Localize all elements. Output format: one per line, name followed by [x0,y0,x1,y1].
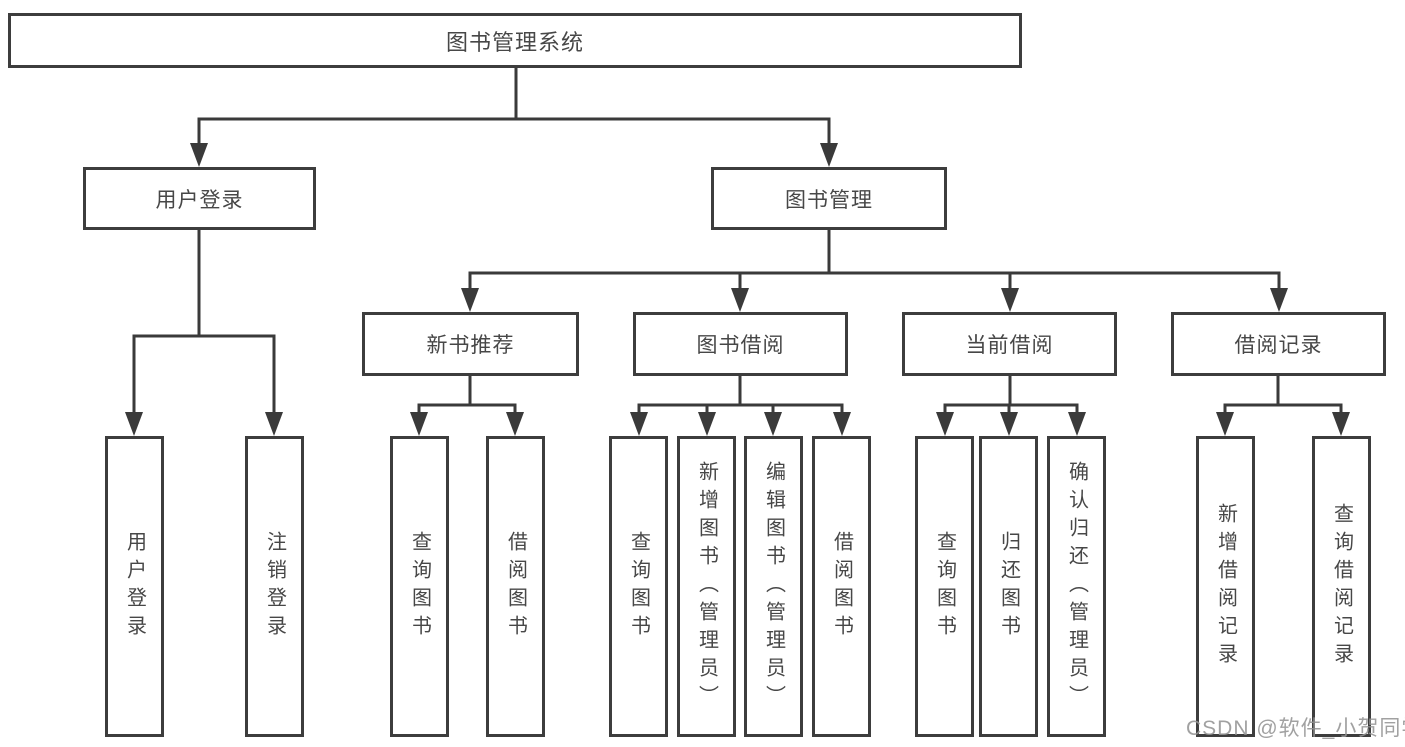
node-borrow-records: 借阅记录 [1171,312,1386,376]
node-current-borrow: 当前借阅 [902,312,1117,376]
leaf-query-books-current: 查询图书 [915,436,974,737]
node-user-login: 用户登录 [83,167,316,230]
leaf-add-book-admin: 新增图书（管理员） [677,436,736,737]
leaf-query-books-borrow: 查询图书 [609,436,668,737]
leaf-confirm-return-admin: 确认归还（管理员） [1047,436,1106,737]
leaf-user-login: 用户登录 [105,436,164,737]
leaf-borrow-books-recommend: 借阅图书 [486,436,545,737]
leaf-add-borrow-record: 新增借阅记录 [1196,436,1255,737]
leaf-edit-book-admin: 编辑图书（管理员） [744,436,803,737]
node-book-borrow: 图书借阅 [633,312,848,376]
node-book-management: 图书管理 [711,167,947,230]
leaf-borrow-books: 借阅图书 [812,436,871,737]
csdn-watermark: CSDN @软件_小贺同学 [1186,717,1405,740]
leaf-query-borrow-record: 查询借阅记录 [1312,436,1371,737]
leaf-logout: 注销登录 [245,436,304,737]
leaf-return-books: 归还图书 [979,436,1038,737]
node-new-book-recommend: 新书推荐 [362,312,579,376]
node-root: 图书管理系统 [8,13,1022,68]
leaf-query-books-recommend: 查询图书 [390,436,449,737]
